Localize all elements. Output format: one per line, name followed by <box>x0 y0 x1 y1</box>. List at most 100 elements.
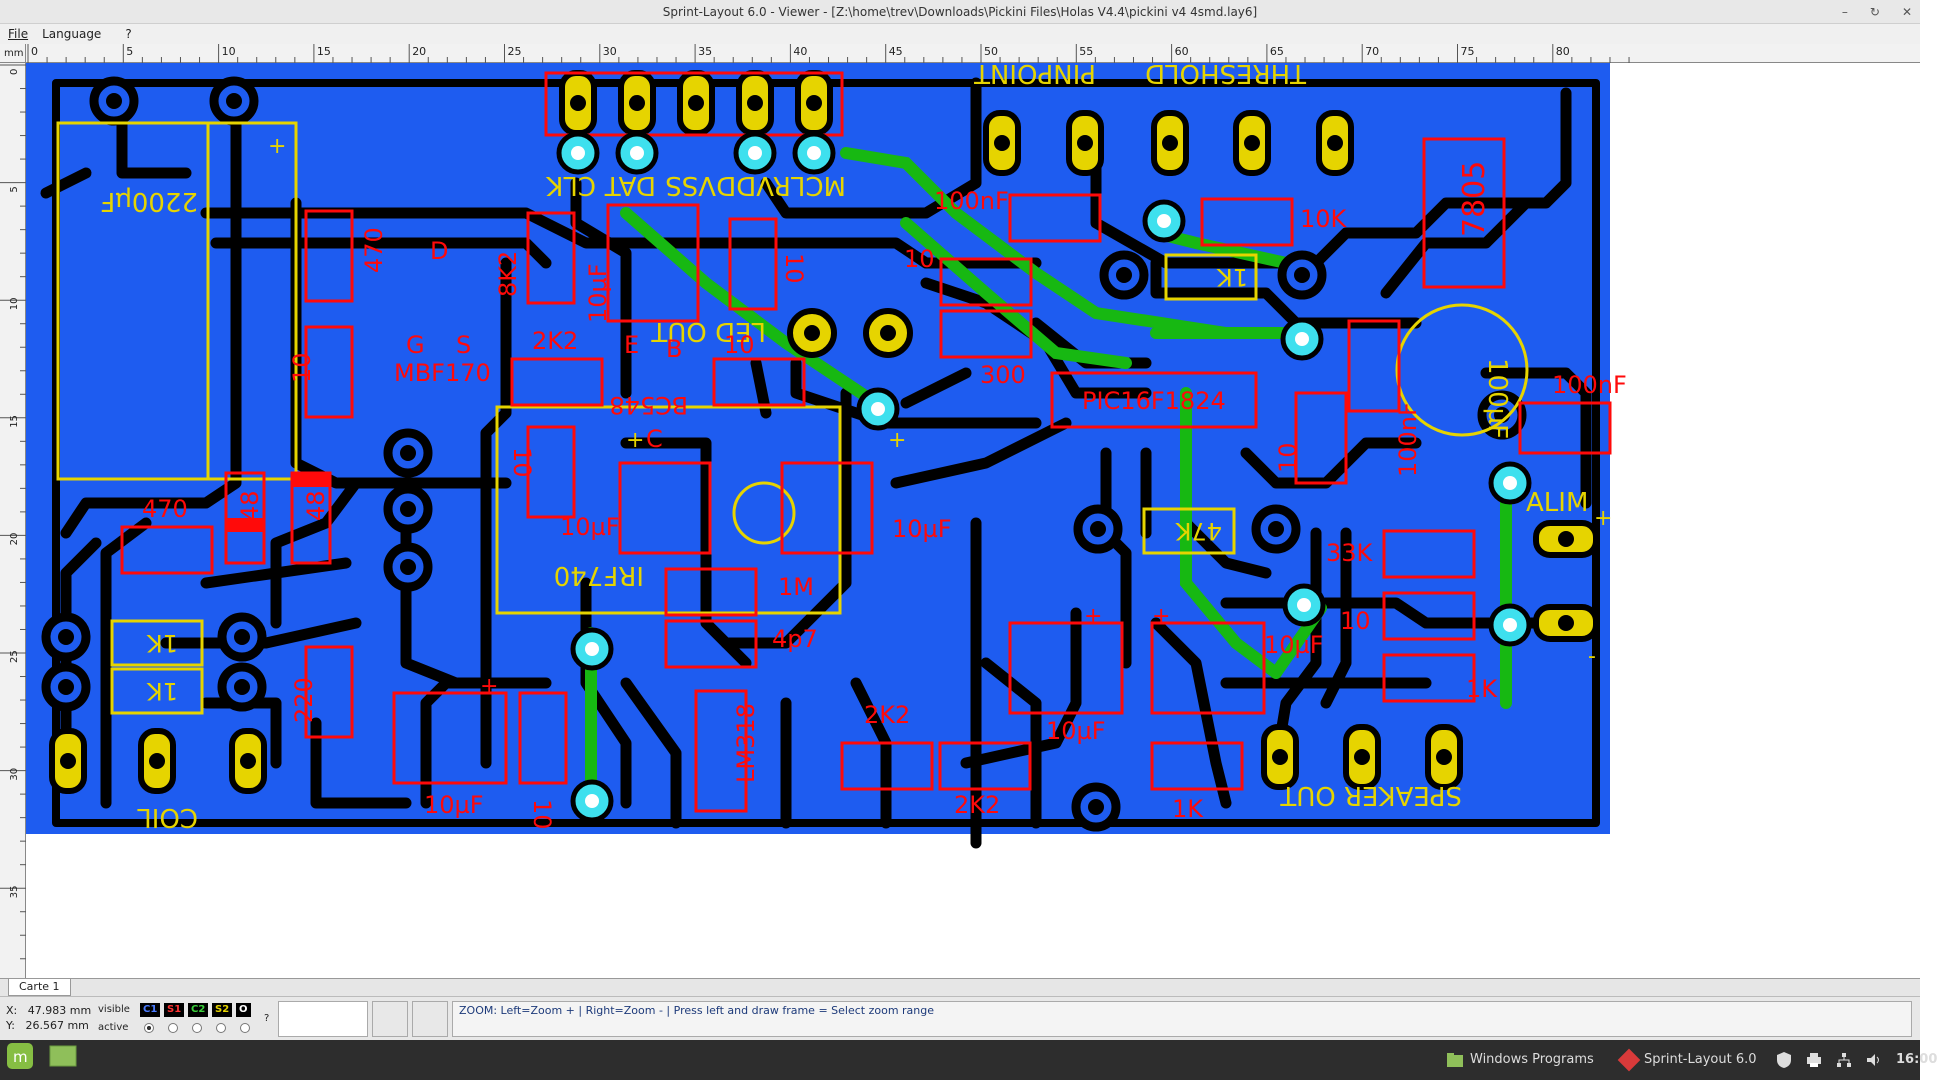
info-panel-3 <box>412 1001 448 1037</box>
layer-o[interactable]: O <box>236 1003 251 1017</box>
label-irf740: IRF740 <box>554 560 644 590</box>
pcb-board[interactable]: 2200µF + CLK DAT VSS VDD MCLR PINPOINT T… <box>26 58 1920 978</box>
taskbar-windows-programs[interactable]: Windows Programs <box>1446 1050 1594 1070</box>
label-c10uf-b: 10µF <box>560 513 620 541</box>
ruler-unit: mm <box>0 44 26 63</box>
restore-icon[interactable]: ↻ <box>1869 5 1880 19</box>
ruler-tick-label: 60 <box>1175 45 1189 58</box>
info-panel-2 <box>372 1001 408 1037</box>
minimize-icon[interactable]: – <box>1841 5 1848 19</box>
ruler-tick-label: 0 <box>31 45 38 58</box>
windows-programs-label: Windows Programs <box>1470 1052 1594 1067</box>
label-r10k: 10K <box>1300 205 1348 233</box>
silkscreen <box>56 121 1529 715</box>
programming-header[interactable] <box>544 73 844 172</box>
layer-s2[interactable]: S2 <box>212 1003 233 1017</box>
ruler-tick-label: 20 <box>9 533 20 546</box>
ruler-tick-label: 55 <box>1079 45 1093 58</box>
ruler-tick-label: 30 <box>603 45 617 58</box>
label-c100uf: 100µF <box>1482 358 1512 439</box>
label-r220: 220 <box>290 677 318 723</box>
label-led-out: LED OUT <box>651 316 766 346</box>
label-mclr: MCLR <box>773 170 846 200</box>
label-7805: 7805 <box>1457 161 1492 237</box>
show-desktop-icon[interactable] <box>48 1045 78 1067</box>
label-r10-b: 10 <box>904 245 935 273</box>
label-mbf170: MBF170 <box>394 359 491 387</box>
active-radio-s1[interactable] <box>168 1023 178 1033</box>
label-r470b: 470 <box>142 495 188 523</box>
y-label: Y: <box>6 1019 15 1032</box>
tab-carte-1[interactable]: Carte 1 <box>8 979 71 996</box>
label-c: C <box>646 425 663 453</box>
plus-c5: + <box>1152 604 1170 629</box>
visible-label: visible <box>98 1004 130 1015</box>
ruler-tick-label: 35 <box>9 885 20 898</box>
active-label: active <box>98 1022 129 1033</box>
x-label: X: <box>6 1004 18 1017</box>
menu-help[interactable]: ? <box>125 27 132 41</box>
plus-alim: + <box>1594 506 1612 531</box>
active-radio-c2[interactable] <box>192 1023 202 1033</box>
label-c10uf-a: 10µF <box>584 263 612 323</box>
label-d: D <box>430 237 448 265</box>
layer-help[interactable]: ? <box>264 1013 270 1024</box>
menu-language[interactable]: Language <box>42 27 102 41</box>
ruler-tick-label: 15 <box>317 45 331 58</box>
layer-c2[interactable]: C2 <box>188 1003 209 1017</box>
folder-icon <box>1447 1053 1463 1067</box>
silk-text: 2200µF + CLK DAT VSS VDD MCLR PINPOINT T… <box>100 58 1612 832</box>
printer-icon[interactable] <box>1806 1052 1822 1068</box>
layout-canvas[interactable]: 2200µF + CLK DAT VSS VDD MCLR PINPOINT T… <box>26 58 1920 978</box>
sprint-layout-icon <box>1617 1048 1641 1072</box>
menu-bar: File Language ? <box>0 24 1920 44</box>
ruler-tick-label: 35 <box>698 45 712 58</box>
active-radio-c1[interactable] <box>144 1023 154 1033</box>
ruler-tick-label: 25 <box>508 45 522 58</box>
label-c10uf-f: 10µF <box>1046 717 1106 745</box>
ruler-tick-label: 5 <box>9 186 20 192</box>
label-s: S <box>456 331 471 359</box>
layer-c1[interactable]: C1 <box>140 1003 161 1017</box>
info-panel-1 <box>278 1001 368 1037</box>
menu-file[interactable]: File <box>8 27 29 41</box>
sprint-layout-label: Sprint-Layout 6.0 <box>1644 1052 1757 1067</box>
label-r10-a: 10 <box>780 253 808 284</box>
active-radio-o[interactable] <box>240 1023 250 1033</box>
label-r2k2-a: 2K2 <box>532 327 578 355</box>
volume-icon[interactable] <box>1866 1052 1882 1068</box>
label-r10-h: 10 <box>528 799 556 830</box>
label-r10-c: 10 <box>724 331 755 359</box>
label-coil: COIL <box>137 802 198 832</box>
y-value: 26.567 mm <box>25 1019 89 1032</box>
ruler-tick-label: 0 <box>9 69 20 75</box>
label-r470a: 470 <box>360 227 388 273</box>
layer-s1[interactable]: S1 <box>164 1003 185 1017</box>
label-r2k2-c: 2K2 <box>954 791 1000 819</box>
label-r10-g: 10 <box>1340 607 1371 635</box>
label-threshold: THRESHOLD <box>1145 58 1307 88</box>
ruler-tick-label: 45 <box>889 45 903 58</box>
close-icon[interactable]: ✕ <box>1901 5 1912 19</box>
ruler-tick-label: 70 <box>1365 45 1379 58</box>
smd-footprints[interactable] <box>120 137 1612 813</box>
label-c100nf-a: 100nF <box>934 187 1009 215</box>
label-pinpoint: PINPOINT <box>974 58 1096 88</box>
active-radio-s2[interactable] <box>216 1023 226 1033</box>
menu-icon[interactable]: m <box>6 1043 34 1069</box>
minus-alim: - <box>1588 644 1596 669</box>
label-r8k2: 8K2 <box>494 251 522 297</box>
ruler-tick-label: 75 <box>1461 45 1475 58</box>
network-icon[interactable] <box>1836 1052 1852 1068</box>
taskbar-sprint-layout[interactable]: Sprint-Layout 6.0 <box>1617 1048 1757 1072</box>
x-value: 47.983 mm <box>27 1004 92 1017</box>
component-text: 470 D 8K2 10µF 10 100nF 10K 7805 10 300 … <box>142 161 1627 830</box>
label-c10uf-e: 10µF <box>424 791 484 819</box>
shield-icon[interactable] <box>1776 1051 1792 1069</box>
plus-mark: + <box>268 134 286 159</box>
label-lm318: LM318 <box>732 703 760 783</box>
